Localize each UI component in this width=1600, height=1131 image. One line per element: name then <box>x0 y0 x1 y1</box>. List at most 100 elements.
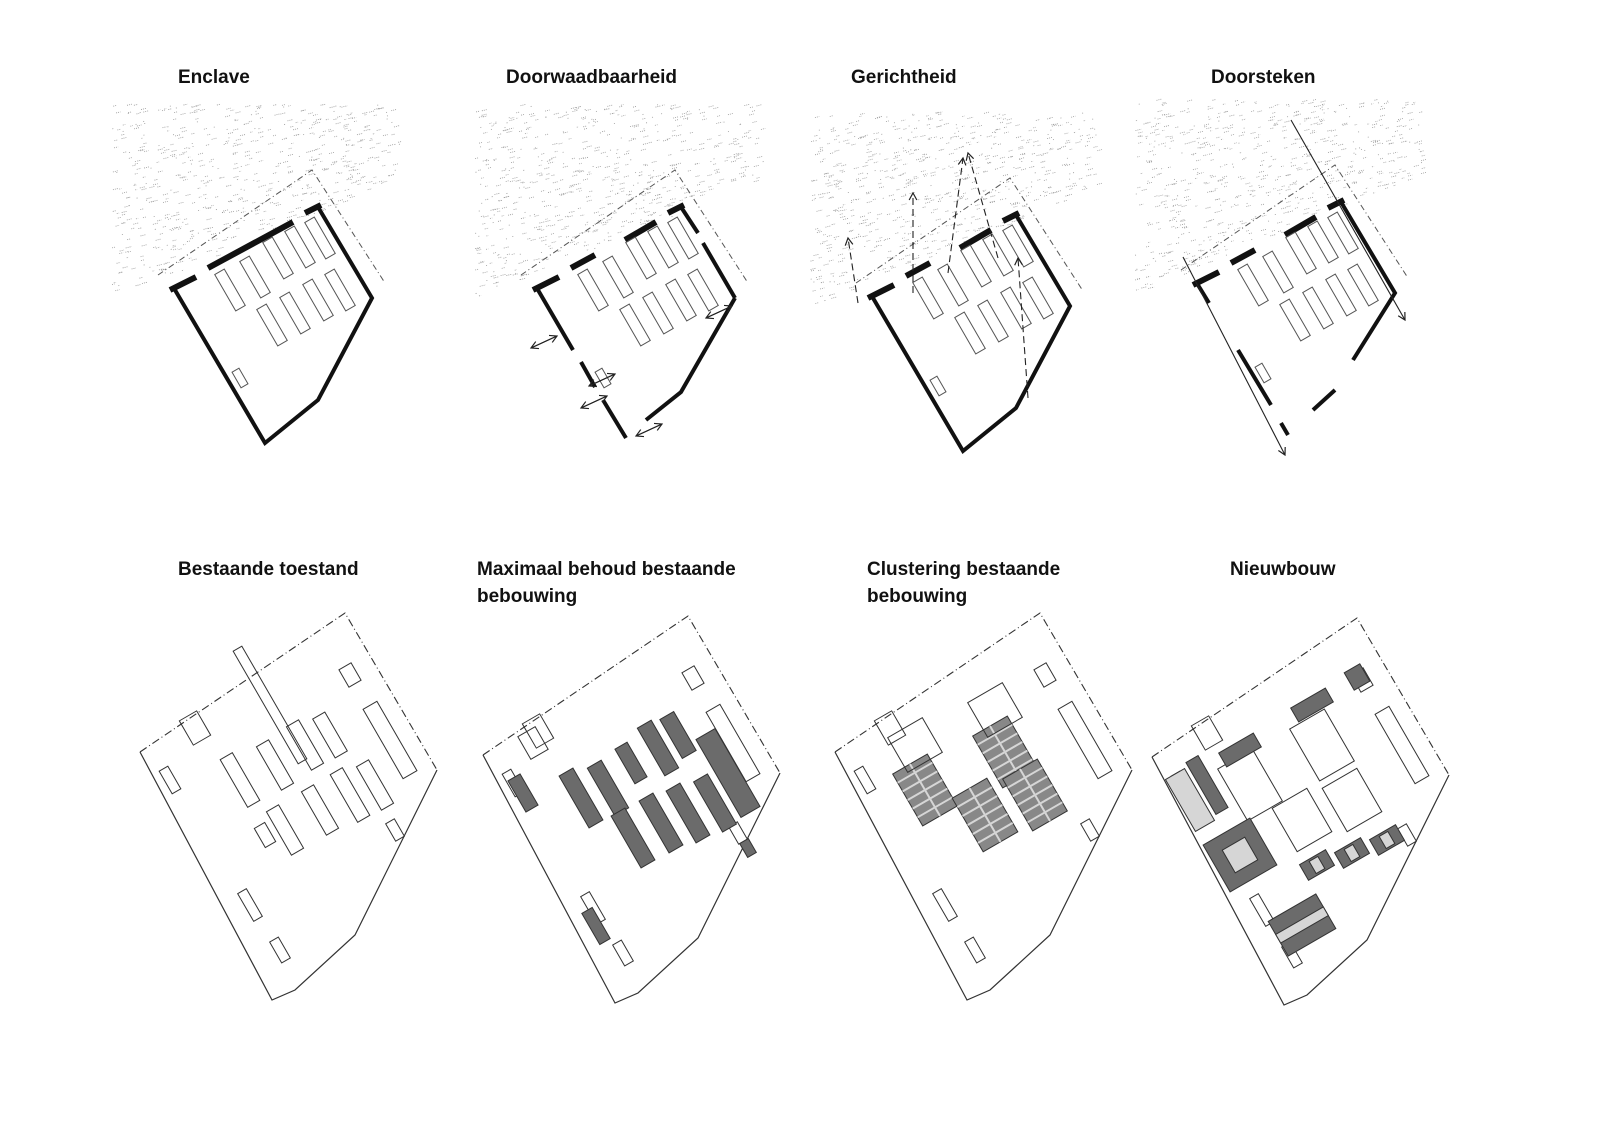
vegetation-hatch <box>595 165 602 169</box>
vegetation-hatch <box>749 113 754 116</box>
vegetation-hatch <box>1304 117 1310 120</box>
vegetation-hatch <box>250 131 253 133</box>
vegetation-hatch <box>356 179 362 182</box>
vegetation-hatch <box>1421 171 1427 174</box>
vegetation-hatch <box>162 126 167 129</box>
vegetation-hatch <box>182 243 186 246</box>
vegetation-hatch <box>382 164 386 167</box>
vegetation-hatch <box>1021 168 1027 171</box>
vegetation-hatch <box>155 238 161 241</box>
vegetation-hatch <box>475 268 479 271</box>
vegetation-hatch <box>113 281 117 284</box>
vegetation-hatch <box>230 109 235 112</box>
vegetation-hatch <box>374 107 380 110</box>
vegetation-hatch <box>1002 174 1009 177</box>
vegetation-hatch <box>1189 128 1194 131</box>
vegetation-hatch <box>1196 173 1200 175</box>
site-boundary <box>482 754 781 1004</box>
vegetation-hatch <box>152 222 159 225</box>
vegetation-hatch <box>639 174 643 176</box>
vegetation-hatch <box>233 128 239 131</box>
vegetation-hatch <box>1222 200 1227 203</box>
vegetation-hatch <box>614 162 619 165</box>
vegetation-hatch <box>482 223 486 225</box>
vegetation-hatch <box>526 126 532 129</box>
vegetation-hatch <box>1164 113 1171 116</box>
vegetation-hatch <box>1139 203 1144 206</box>
vegetation-hatch <box>162 193 169 196</box>
vegetation-hatch <box>973 229 976 231</box>
vegetation-hatch <box>121 210 128 213</box>
vegetation-hatch <box>874 246 878 248</box>
vegetation-hatch <box>810 259 815 262</box>
vegetation-hatch <box>963 192 966 194</box>
building-outline <box>329 767 371 823</box>
vegetation-hatch <box>839 274 845 277</box>
vegetation-hatch <box>263 210 267 213</box>
vegetation-hatch <box>1354 124 1358 126</box>
vegetation-hatch <box>1002 118 1006 120</box>
vegetation-hatch <box>230 236 235 239</box>
vegetation-hatch <box>1256 144 1262 148</box>
vegetation-hatch <box>1285 188 1291 191</box>
vegetation-hatch <box>624 200 629 203</box>
vegetation-hatch <box>894 151 899 154</box>
vegetation-hatch <box>288 105 291 107</box>
vegetation-hatch <box>309 149 316 152</box>
vegetation-hatch <box>503 128 510 132</box>
vegetation-hatch <box>1187 99 1193 102</box>
vegetation-hatch <box>1283 137 1287 139</box>
vegetation-hatch <box>717 182 721 185</box>
vegetation-hatch <box>322 130 327 133</box>
vegetation-hatch <box>558 235 563 238</box>
vegetation-hatch <box>1241 222 1247 225</box>
vegetation-hatch <box>1399 133 1403 136</box>
vegetation-hatch <box>1421 154 1426 157</box>
vegetation-hatch <box>1216 116 1221 118</box>
vegetation-hatch <box>656 139 660 141</box>
vegetation-hatch <box>1176 242 1180 244</box>
vegetation-hatch <box>850 201 854 203</box>
arrow-head-icon <box>844 236 854 246</box>
vegetation-hatch <box>545 220 551 222</box>
vegetation-hatch <box>225 140 230 142</box>
vegetation-hatch <box>577 170 583 173</box>
vegetation-hatch <box>860 112 865 115</box>
vegetation-hatch <box>1217 178 1224 181</box>
diagram-top-3 <box>1134 98 1427 457</box>
vegetation-hatch <box>277 162 282 165</box>
vegetation-hatch <box>1269 106 1274 109</box>
vegetation-hatch <box>669 164 675 166</box>
vegetation-hatch <box>955 231 959 233</box>
vegetation-hatch <box>187 171 192 173</box>
vegetation-hatch <box>266 194 271 196</box>
vegetation-hatch <box>1065 194 1069 197</box>
vegetation-hatch <box>485 185 488 187</box>
vegetation-hatch <box>675 180 679 182</box>
wall-segment <box>866 282 896 301</box>
vegetation-hatch <box>501 267 505 269</box>
vegetation-hatch <box>1048 186 1052 189</box>
vegetation-hatch <box>634 109 641 112</box>
vegetation-hatch <box>1217 224 1221 226</box>
vegetation-hatch <box>493 252 497 254</box>
diagram-top-1 <box>474 103 766 440</box>
vegetation-hatch <box>1204 143 1210 146</box>
vegetation-hatch <box>512 273 518 276</box>
vegetation-hatch <box>713 163 717 165</box>
building-outline <box>667 216 699 260</box>
vegetation-hatch <box>548 245 551 247</box>
vegetation-hatch <box>1372 126 1376 128</box>
vegetation-hatch <box>868 155 875 158</box>
vegetation-hatch <box>249 157 253 160</box>
vegetation-hatch <box>219 176 226 179</box>
vegetation-hatch <box>607 104 614 107</box>
vegetation-hatch <box>113 105 117 107</box>
building-outline <box>355 759 395 811</box>
vegetation-hatch <box>913 177 919 180</box>
vegetation-hatch <box>1044 194 1049 197</box>
vegetation-hatch <box>647 180 653 183</box>
vegetation-hatch <box>1097 149 1103 152</box>
vegetation-hatch <box>357 183 361 185</box>
